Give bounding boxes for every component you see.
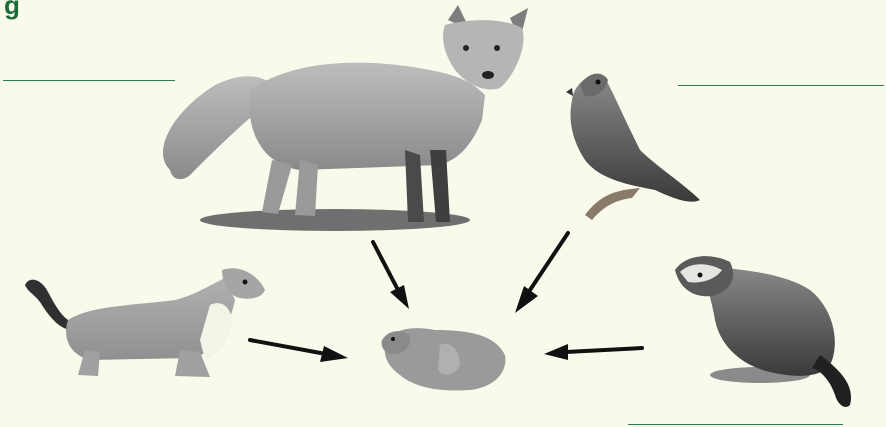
falcon-illustration xyxy=(566,74,700,220)
arrow-ferret-to-ground-squirrel xyxy=(544,344,642,360)
fox-illustration xyxy=(163,5,528,231)
weasel-illustration xyxy=(25,268,265,377)
arrow-weasel-to-ground-squirrel xyxy=(250,340,348,362)
arrow-falcon-to-ground-squirrel xyxy=(515,233,568,313)
arrow-fox-to-ground-squirrel xyxy=(373,242,409,309)
ferret-illustration xyxy=(675,256,851,407)
ground-squirrel-illustration xyxy=(381,328,505,390)
